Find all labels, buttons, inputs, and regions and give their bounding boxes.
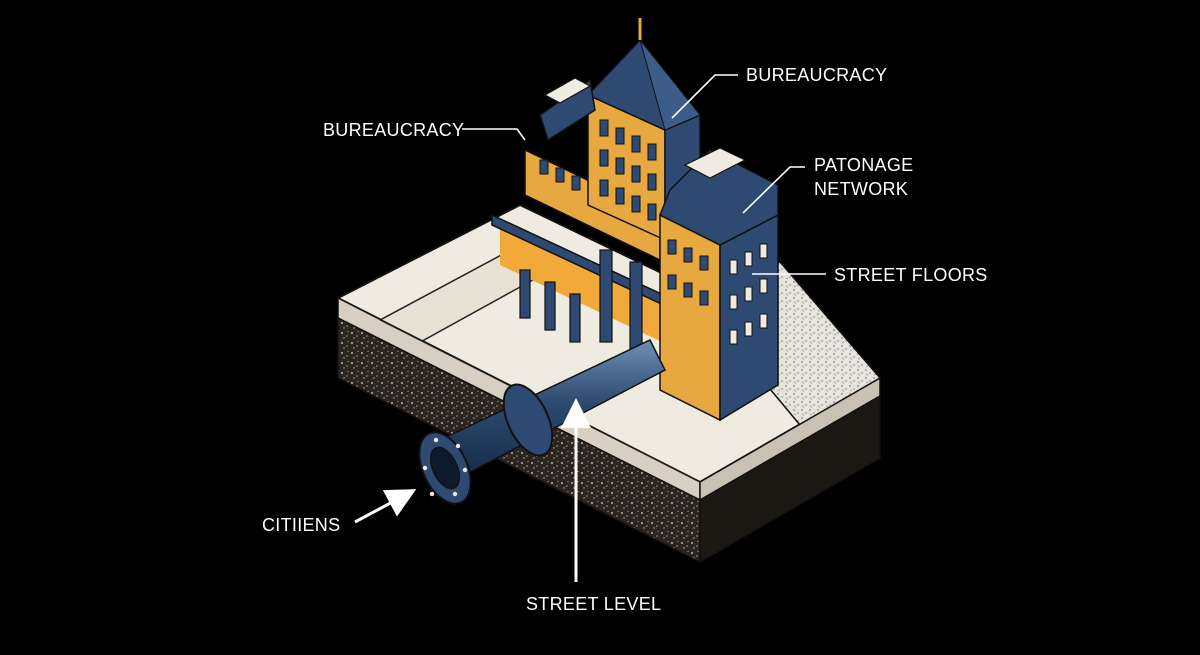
right-wing-mansard [659, 149, 779, 246]
right-wing-front-windows [667, 239, 709, 306]
leader-bureaucracy-left [462, 128, 526, 141]
leader-lines [462, 74, 826, 275]
main-block-windows [539, 119, 657, 221]
soil-right-face [699, 394, 881, 564]
arrows [354, 398, 591, 582]
label-patronage-line1: PATONAGE [814, 155, 914, 175]
leader-patronage [742, 166, 805, 214]
right-roof-cap [683, 147, 747, 179]
label-bureaucracy-left: BUREAUCRACY [323, 120, 465, 140]
label-street-floors: STREET FLOORS [834, 265, 988, 285]
right-wing-windows [729, 243, 768, 345]
central-tower-roof-side [639, 39, 701, 131]
building [491, 18, 779, 422]
label-patronage-network: PATONAGE NETWORK [814, 153, 913, 201]
leader-bureaucracy-top [671, 74, 738, 119]
pipe [418, 339, 666, 505]
arrow-citizens [354, 489, 417, 524]
label-bureaucracy-top: BUREAUCRACY [746, 65, 888, 85]
left-roof-cap [543, 77, 592, 104]
label-street-level: STREET LEVEL [526, 594, 662, 614]
pipe-opening [429, 446, 461, 490]
label-patronage-line2: NETWORK [814, 179, 909, 199]
pipe-flange-middle [502, 383, 554, 457]
label-citizens: CITIIENS [262, 515, 341, 535]
right-wing-side [719, 213, 779, 422]
flange-bolts [422, 437, 468, 497]
